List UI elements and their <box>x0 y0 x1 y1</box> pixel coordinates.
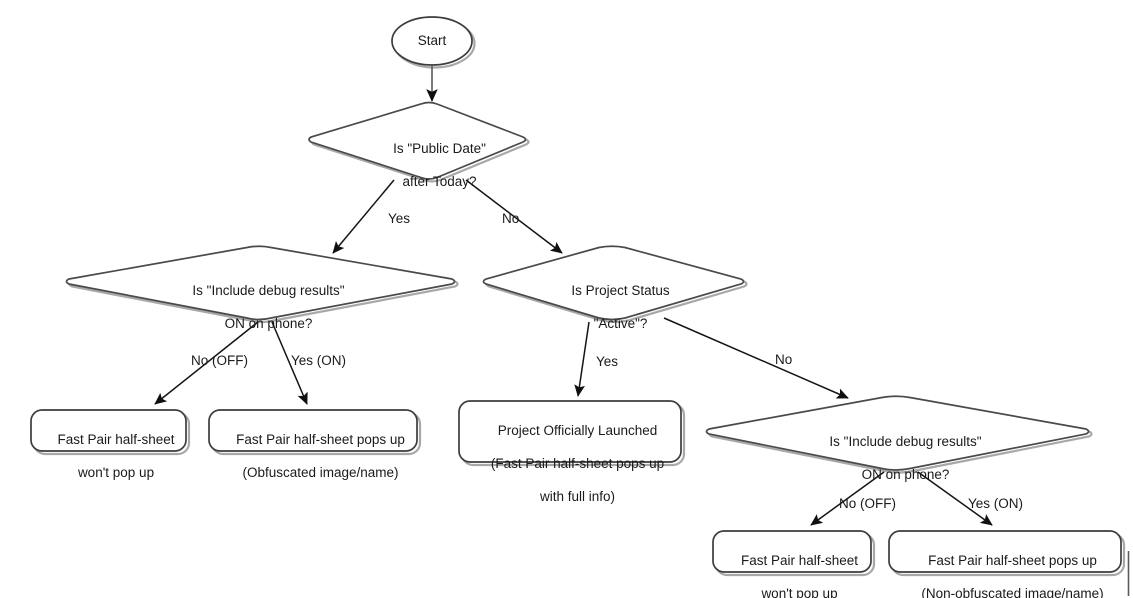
node-public-date-shape[interactable] <box>308 101 527 180</box>
node-non-obfuscated-popup-shape[interactable] <box>888 530 1122 573</box>
edge-status-yes <box>574 321 590 397</box>
node-officially-launched-shape[interactable] <box>458 400 682 463</box>
edge-debugleft-on <box>271 321 308 405</box>
edge-debugleft-off <box>154 321 259 405</box>
edge-publicdate-yes <box>332 179 395 254</box>
edge-debugright-on <box>917 471 993 526</box>
node-debug-right-shape[interactable] <box>705 395 1090 471</box>
node-start-shape[interactable] <box>391 16 473 66</box>
edge-debugright-off <box>810 471 885 526</box>
edge-status-no <box>663 317 849 399</box>
node-no-popup-right-shape[interactable] <box>712 530 872 573</box>
node-project-status-shape[interactable] <box>482 245 745 321</box>
node-no-popup-left-shape[interactable] <box>30 409 187 452</box>
node-debug-left-shape[interactable] <box>65 245 456 321</box>
edge-publicdate-no <box>465 179 563 254</box>
node-obfuscated-popup-shape[interactable] <box>208 409 418 452</box>
